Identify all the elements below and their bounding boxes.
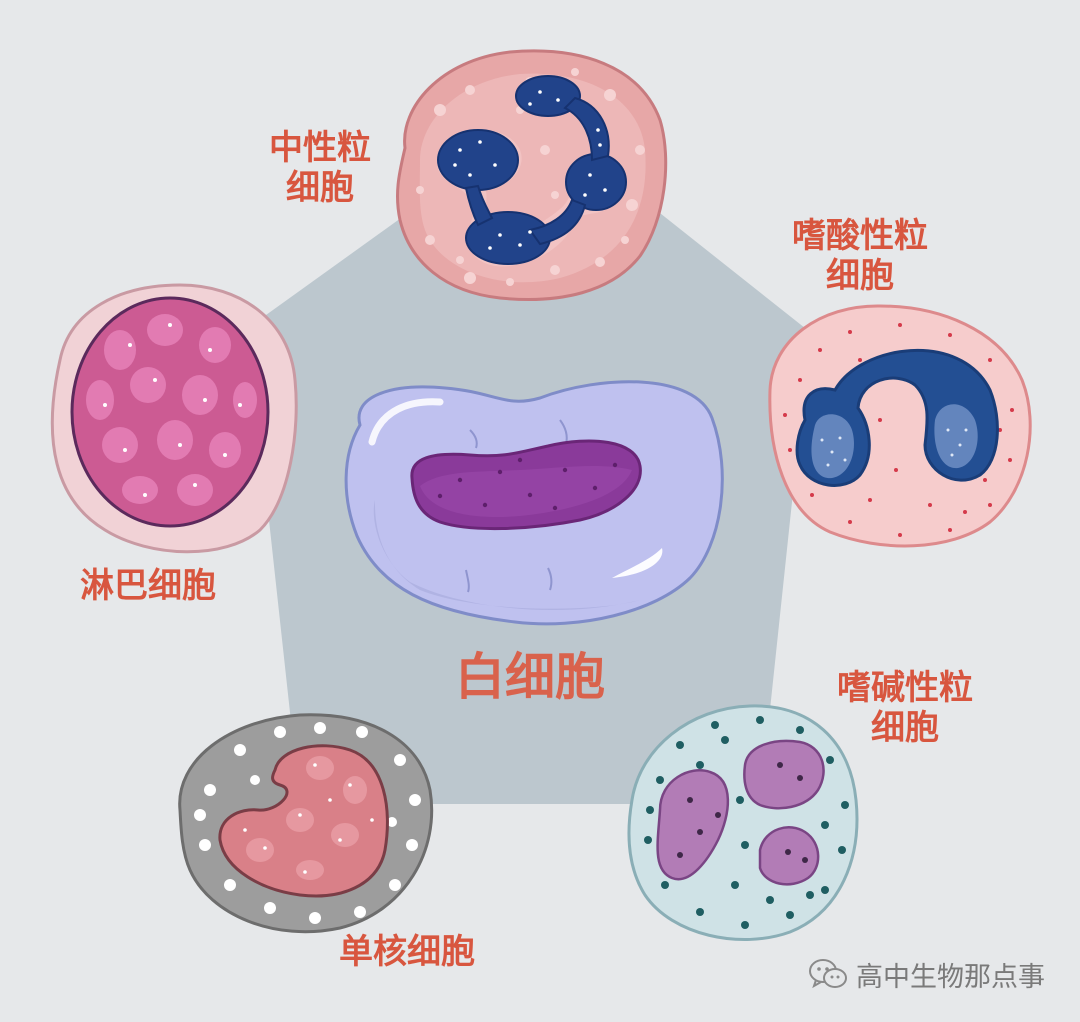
basophil-label: 嗜碱性粒 细胞 — [815, 668, 995, 748]
white-blood-cell — [344, 380, 724, 626]
watermark-text: 高中生物那点事 — [856, 961, 1045, 993]
monocyte-cell — [178, 713, 434, 934]
basophil-cell — [627, 704, 859, 942]
monocyte-label: 单核细胞 — [312, 932, 502, 972]
wechat-icon — [809, 959, 847, 989]
neutrophil-cell — [396, 49, 668, 301]
eosinophil-label: 嗜酸性粒 细胞 — [770, 216, 950, 296]
lymphocyte-cell — [50, 283, 298, 554]
neutrophil-label-line-1: 中性粒 — [269, 128, 371, 168]
lymphocyte-label: 淋巴细胞 — [48, 566, 248, 606]
eosinophil-label-line-1: 嗜酸性粒 — [792, 216, 928, 256]
eosinophil-label-line-2: 细胞 — [826, 256, 894, 297]
white-blood-cell-label-text: 白细胞 — [455, 648, 605, 706]
white-blood-cell-label: 白细胞 — [400, 648, 660, 707]
watermark: 高中生物那点事 — [808, 952, 1045, 996]
eosinophil-cell — [768, 304, 1032, 548]
neutrophil-label-line-2: 细胞 — [286, 168, 354, 209]
basophil-label-line-2: 细胞 — [871, 708, 939, 749]
neutrophil-label: 中性粒 细胞 — [240, 128, 400, 208]
monocyte-label-line-1: 单核细胞 — [339, 932, 475, 972]
basophil-label-line-1: 嗜碱性粒 — [837, 668, 973, 708]
lymphocyte-label-line-1: 淋巴细胞 — [80, 566, 216, 606]
